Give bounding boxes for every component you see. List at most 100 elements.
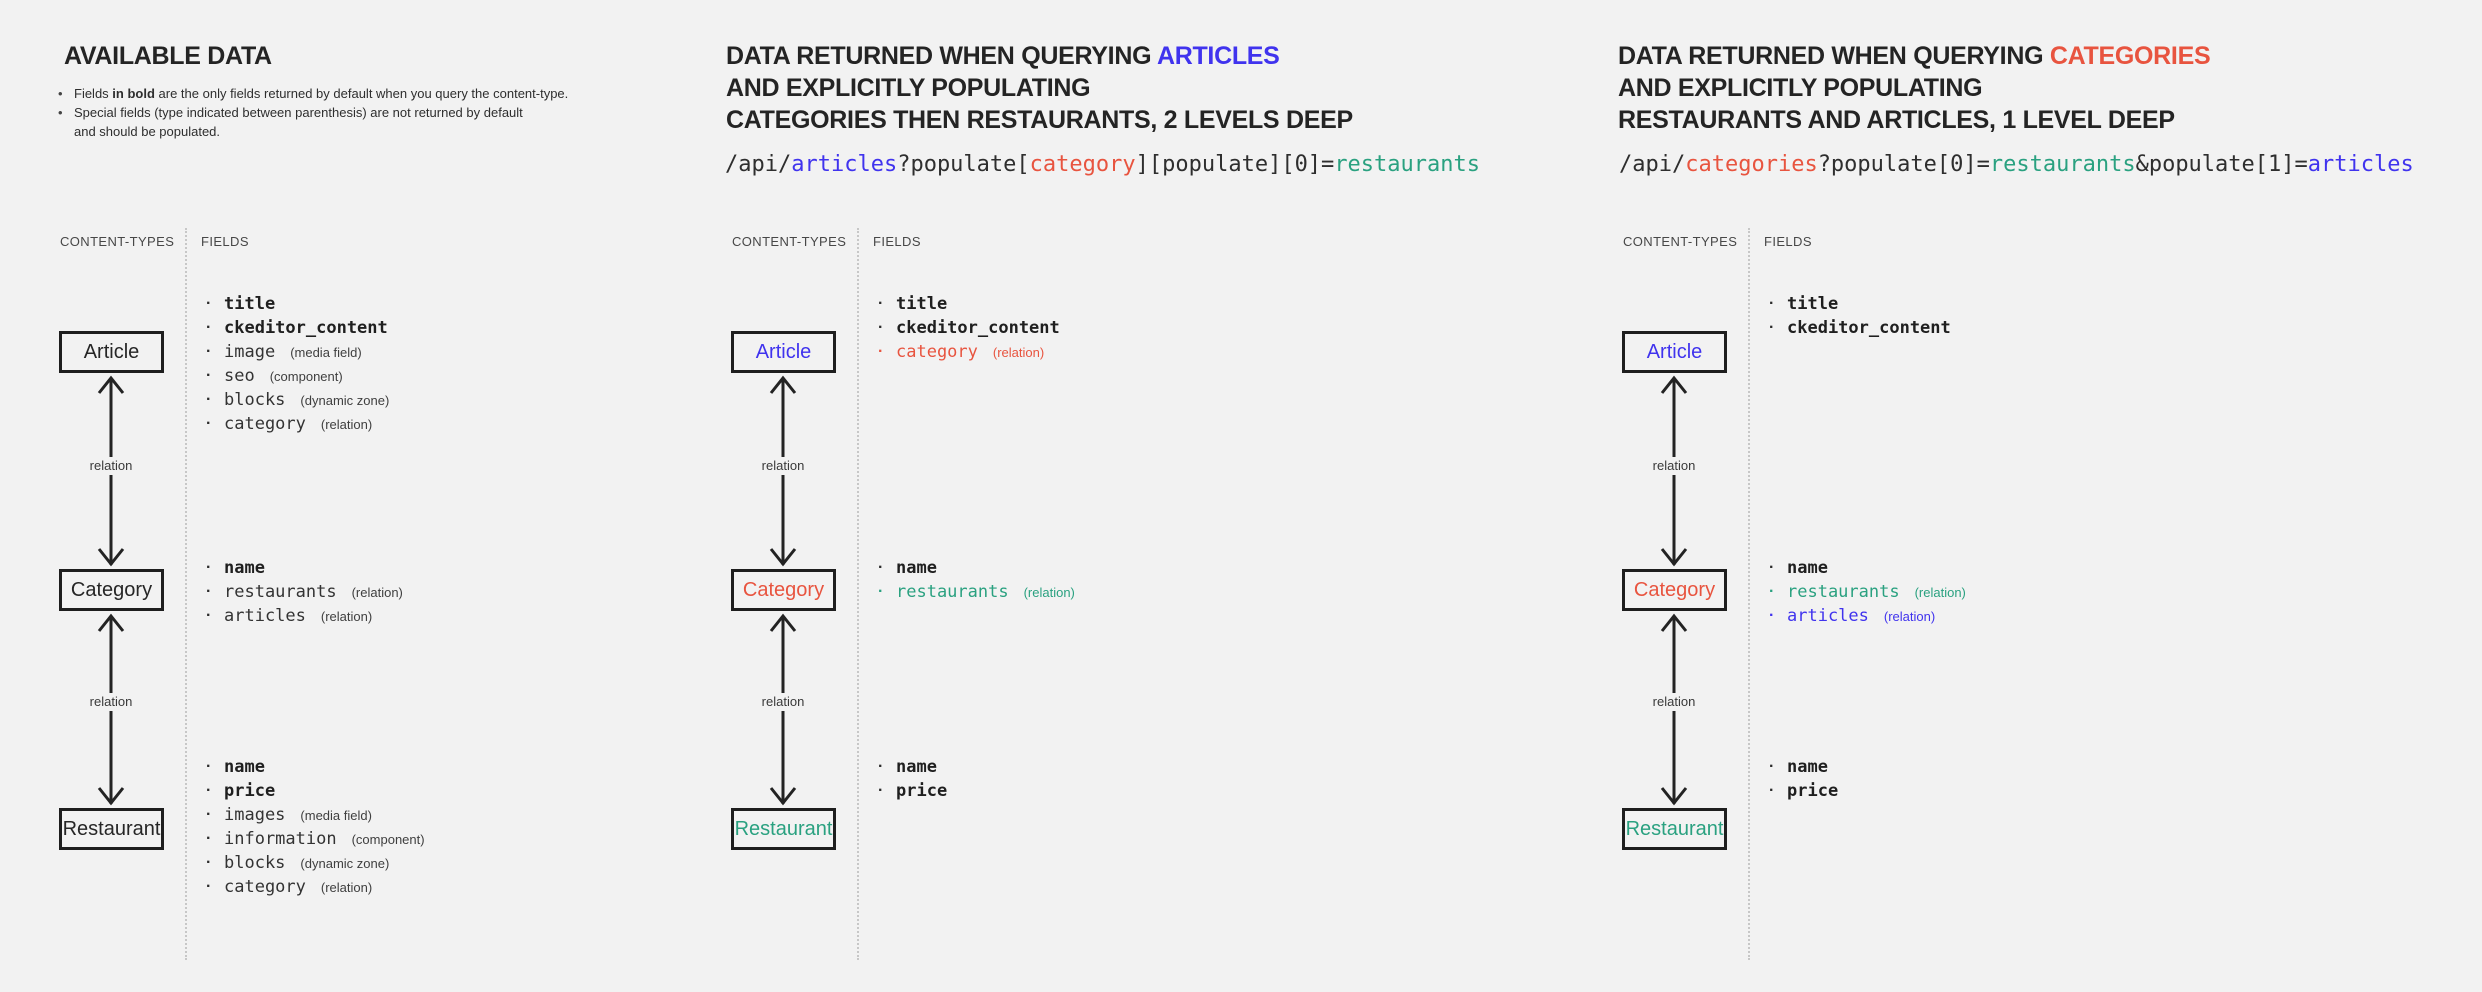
field-row: · name <box>1619 556 2089 580</box>
bullet-icon: · <box>1769 782 1775 799</box>
note-item: • Special fields (type indicated between… <box>56 103 568 122</box>
note-text: Special fields (type indicated between p… <box>74 105 523 120</box>
heading-line: CATEGORIES THEN RESTAURANTS, 2 LEVELS DE… <box>726 106 1353 134</box>
relation-label: relation <box>758 693 808 711</box>
category-fields: ·name ·restaurants(relation) ·articles(r… <box>56 556 526 628</box>
field-row: ·articles(relation) <box>1619 604 2089 628</box>
bullet-icon: · <box>878 583 884 600</box>
field-row: ·price <box>728 779 1198 803</box>
field-row: ·information(component) <box>56 827 526 851</box>
field-name: blocks <box>224 390 286 410</box>
field-type: (component) <box>269 369 343 384</box>
field-name: image <box>224 342 276 362</box>
code-segment: category <box>1029 152 1136 177</box>
column-header-fields: FIELDS <box>1764 234 1812 249</box>
bullet-icon: · <box>878 295 884 312</box>
bullet-icon: · <box>1769 607 1775 624</box>
field-name: category <box>224 877 306 897</box>
bullet-icon: • <box>58 105 63 120</box>
bullet-icon: · <box>1769 559 1775 576</box>
note-text: and should be populated. <box>74 124 221 139</box>
panel2-api-endpoint: /api/articles?populate[category][populat… <box>725 150 1480 180</box>
field-row: · title <box>728 292 1198 316</box>
relation-label: relation <box>1649 457 1699 475</box>
code-segment: restaurants <box>1334 152 1481 177</box>
diagram-available-data: CONTENT-TYPES FIELDS relation relation A… <box>56 228 526 968</box>
field-type: (relation) <box>992 345 1045 360</box>
content-type-box-category: Category <box>59 569 164 611</box>
field-name: images <box>224 805 286 825</box>
note-item: • Fields in bold are the only fields ret… <box>56 84 568 103</box>
bullet-icon: · <box>878 559 884 576</box>
column-header-fields: FIELDS <box>201 234 249 249</box>
bullet-icon: · <box>206 319 212 336</box>
field-name: name <box>1787 558 1828 578</box>
field-type: (relation) <box>1023 585 1075 600</box>
field-type: (relation) <box>351 585 403 600</box>
content-type-box-restaurant: Restaurant <box>59 808 164 850</box>
code-segment: articles <box>2307 152 2414 177</box>
column-header-content-types: CONTENT-TYPES <box>1623 234 1738 249</box>
bullet-icon: · <box>206 782 212 799</box>
panel1-title: AVAILABLE DATA <box>64 42 272 70</box>
field-type: (media field) <box>300 808 372 823</box>
field-name: title <box>1787 294 1839 314</box>
field-name: name <box>896 558 937 578</box>
article-fields: ·title ·ckeditor_content ·image(media fi… <box>56 292 526 436</box>
column-header-content-types: CONTENT-TYPES <box>732 234 847 249</box>
field-row: · images (media field) <box>56 803 526 827</box>
content-type-box-category: Category <box>731 569 836 611</box>
code-segment: ?populate[0]= <box>1817 152 1990 177</box>
content-type-box-restaurant: Restaurant <box>1622 808 1727 850</box>
field-name: title <box>896 294 948 314</box>
category-fields: ·name ·restaurants(relation) <box>728 556 1198 604</box>
highlight-articles: ARTICLES <box>1156 42 1280 70</box>
bullet-icon: · <box>878 758 884 775</box>
field-name: articles <box>224 606 306 626</box>
field-row: ·blocks(dynamic zone) <box>56 851 526 875</box>
field-name: name <box>224 558 265 578</box>
highlight-categories: CATEGORIES <box>2049 42 2211 70</box>
dotted-divider <box>185 228 187 960</box>
field-name: seo <box>224 366 255 386</box>
field-row: ·name <box>1619 755 2089 779</box>
bullet-icon: · <box>206 830 212 847</box>
code-segment: &populate[1]= <box>2135 152 2308 177</box>
panel1-notes: • Fields in bold are the only fields ret… <box>56 84 568 141</box>
field-name: restaurants <box>1787 582 1900 602</box>
field-row: ·image(media field) <box>56 340 526 364</box>
bullet-icon: · <box>878 343 884 360</box>
restaurant-fields: ·name ·price ·images(media field) ·infor… <box>56 755 526 899</box>
bullet-icon: · <box>206 806 212 823</box>
field-name: ckeditor_content <box>1787 318 1951 338</box>
field-row: ·restaurants(relation) <box>1619 580 2089 604</box>
relation-label: relation <box>1649 693 1699 711</box>
code-segment: /api/ <box>1619 152 1686 177</box>
code-segment: restaurants <box>1989 152 2136 177</box>
field-name: name <box>1787 757 1828 777</box>
field-row: · name <box>56 556 526 580</box>
dotted-divider <box>857 228 859 960</box>
note-item-continuation: and should be populated. <box>56 122 568 141</box>
bullet-icon: · <box>206 583 212 600</box>
field-name: category <box>896 342 978 362</box>
restaurant-fields: ·name ·price <box>1619 755 2089 803</box>
note-text: Fields in bold are the only fields retur… <box>74 86 569 101</box>
bullet-icon: · <box>878 319 884 336</box>
field-name: name <box>896 757 937 777</box>
field-row: ·ckeditor_content <box>728 316 1198 340</box>
bullet-icon: · <box>206 559 212 576</box>
field-row: · name <box>728 556 1198 580</box>
relation-label: relation <box>86 693 136 711</box>
field-type: (relation) <box>1883 609 1936 624</box>
bullet-icon: • <box>58 86 63 101</box>
field-name: title <box>224 294 276 314</box>
bullet-icon: · <box>1769 583 1775 600</box>
content-type-box-article: Article <box>1622 331 1727 373</box>
field-type: (media field) <box>290 345 362 360</box>
bullet-icon: · <box>1769 295 1775 312</box>
field-name: restaurants <box>224 582 337 602</box>
heading-line: DATA RETURNED WHEN QUERYING ARTICLES <box>726 42 1280 70</box>
field-type: (component) <box>351 832 425 847</box>
